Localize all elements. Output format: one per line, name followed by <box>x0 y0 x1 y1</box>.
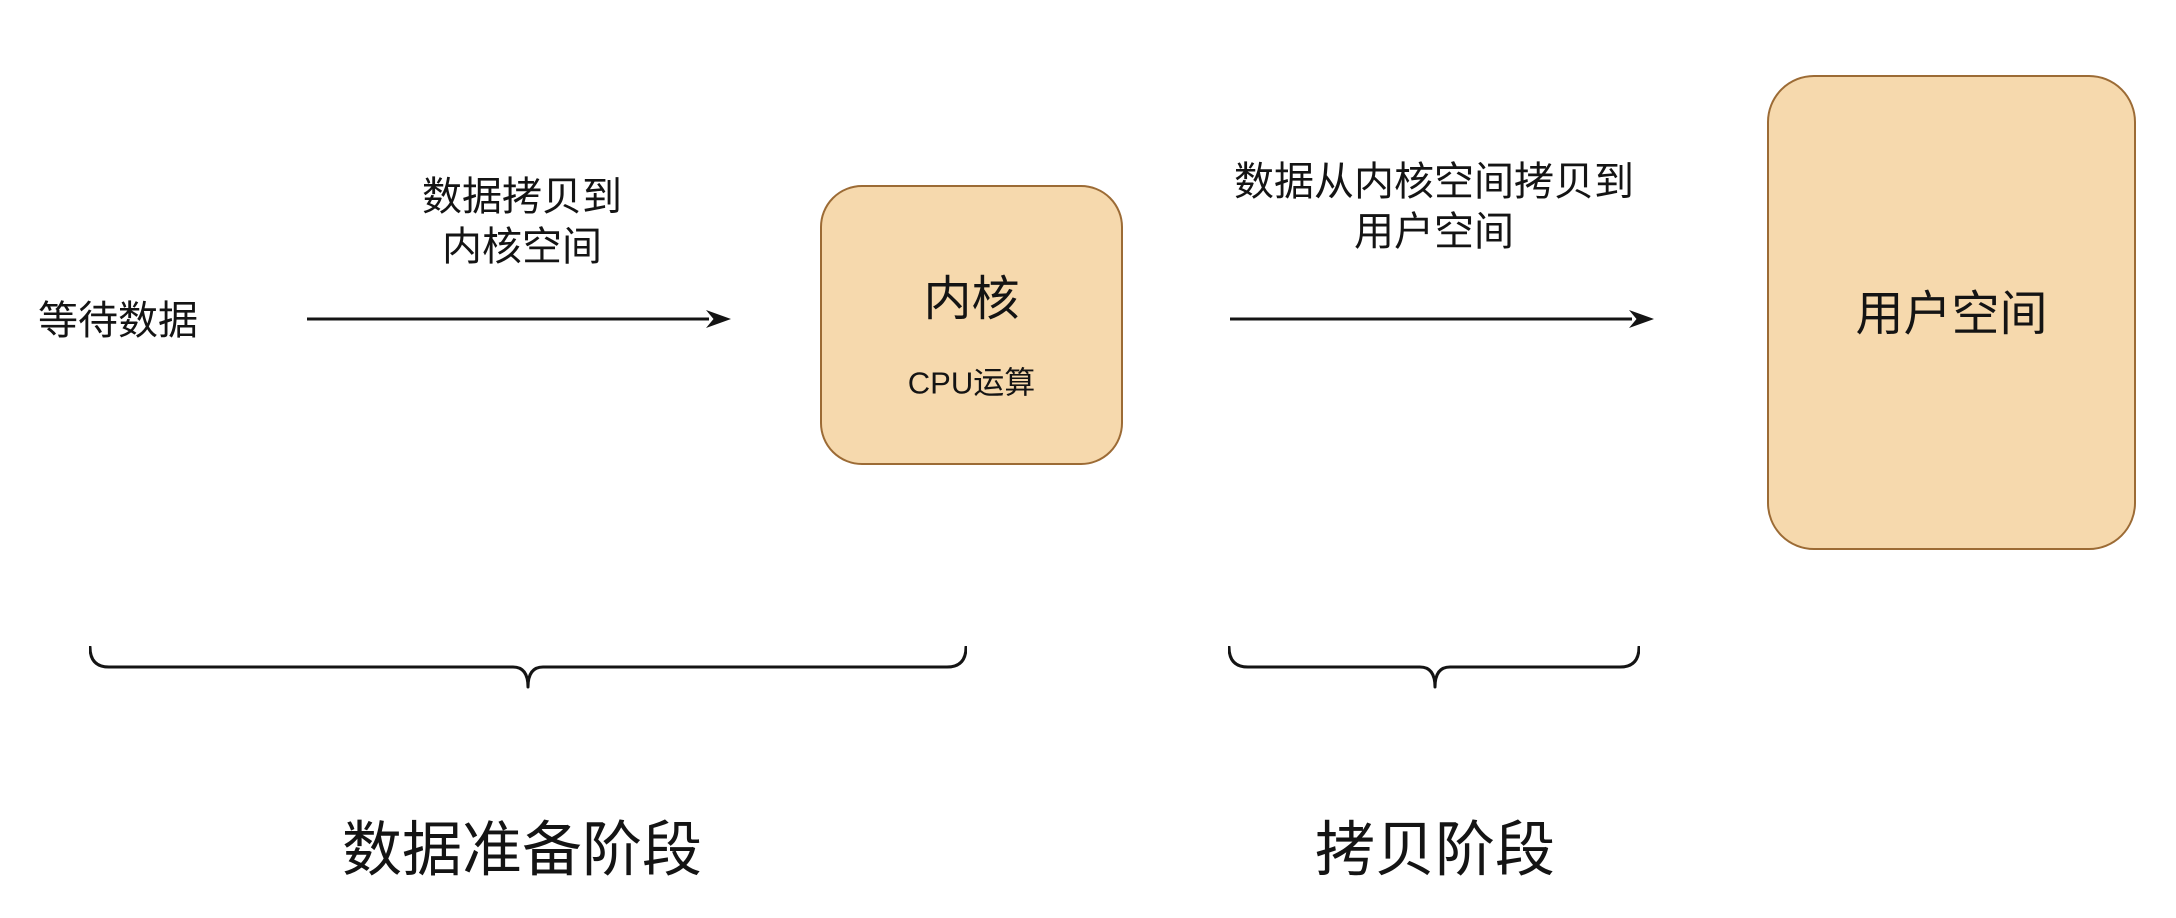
arrow1-label-line1: 数据拷贝到 <box>422 175 622 219</box>
kernel-box-title: 内核 <box>923 273 1020 326</box>
arrow-1-right-icon <box>307 310 731 328</box>
arrow2-label-line2: 用户空间 <box>1354 210 1514 254</box>
user-space-box-title: 用户空间 <box>1855 287 2048 341</box>
user-space-box: 用户空间 <box>1767 75 2136 550</box>
waiting-data-label: 等待数据 <box>38 298 198 343</box>
stage2-curly-brace-icon <box>1228 646 1640 689</box>
kernel-box: 内核 CPU运算 <box>820 185 1123 465</box>
kernel-box-subtitle: CPU运算 <box>907 365 1036 401</box>
arrow-2-right-icon <box>1230 310 1654 328</box>
stage2-label: 拷贝阶段 <box>1315 816 1555 884</box>
arrow2-label: 数据从内核空间拷贝到 用户空间 <box>1234 157 1634 257</box>
stage1-curly-brace-icon <box>89 646 967 689</box>
arrow1-label: 数据拷贝到 内核空间 <box>422 172 622 272</box>
arrow2-label-line1: 数据从内核空间拷贝到 <box>1234 160 1634 204</box>
stage1-label: 数据准备阶段 <box>342 816 702 884</box>
arrow1-label-line2: 内核空间 <box>442 225 602 269</box>
